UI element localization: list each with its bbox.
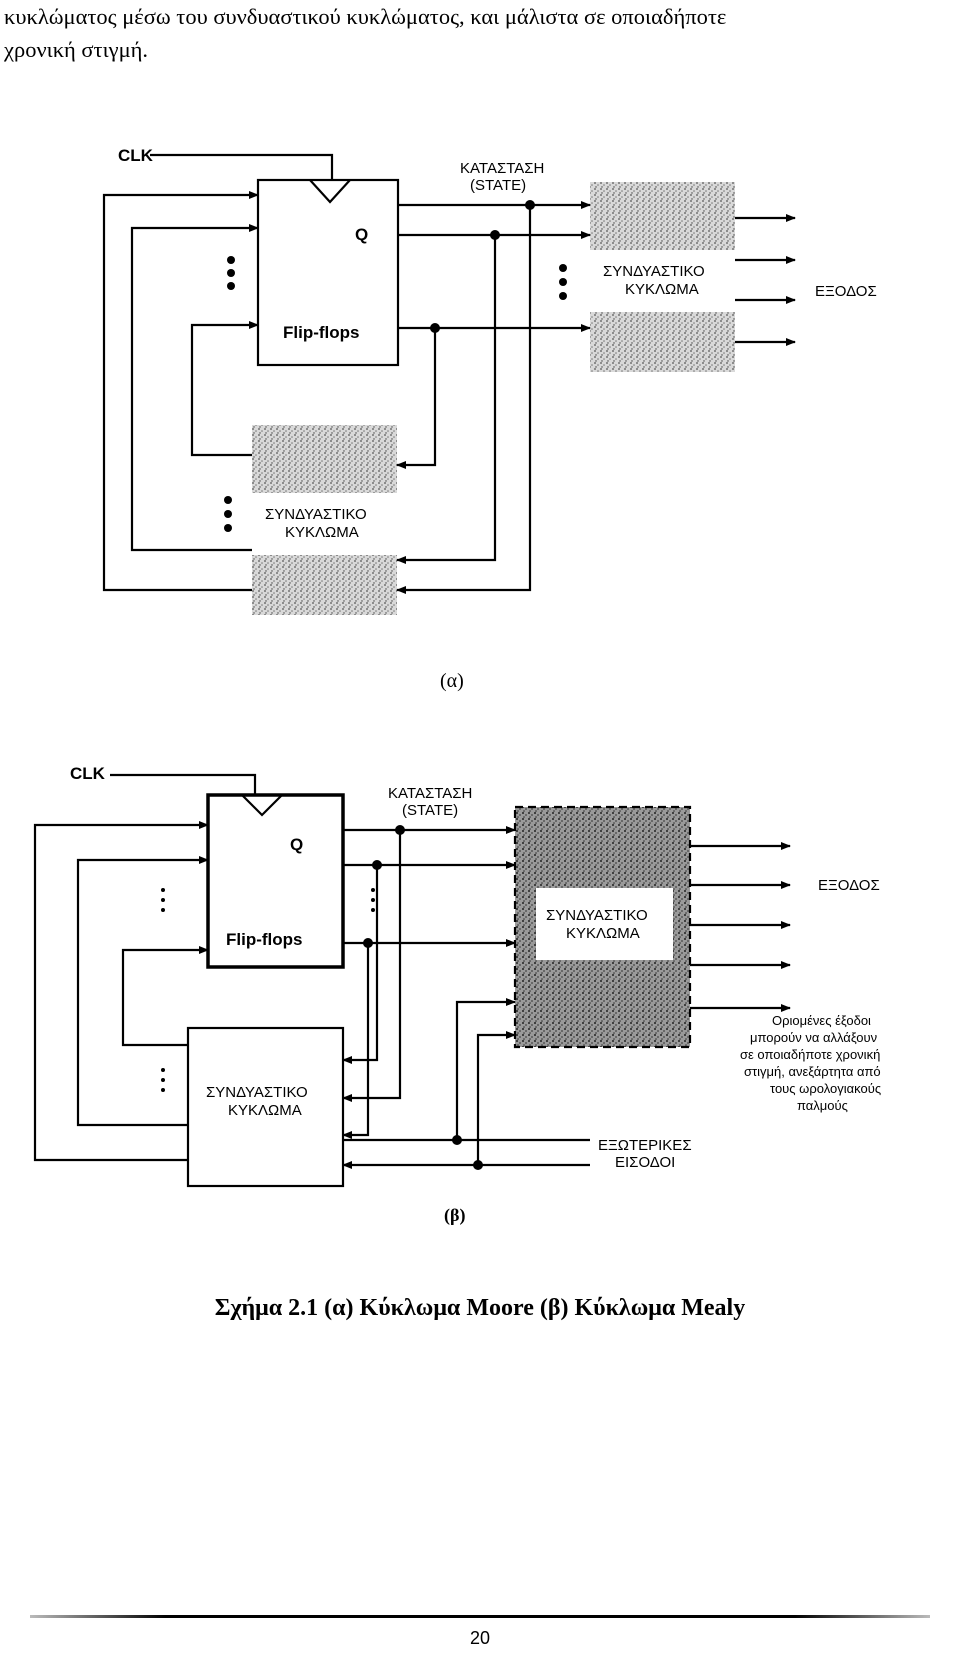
flipflop-box [256,178,400,367]
intro-paragraph: κυκλώματος μέσω του συνδυαστικού κυκλώμα… [4,0,954,66]
intro-line-2: χρονική στιγμή. [4,37,149,62]
state-label-en-b: (STATE) [402,802,458,819]
caption-a: (α) [440,670,464,692]
outputs-label-b: ΕΞΟΔΟΣ [818,877,880,894]
caption-b: (β) [444,1205,466,1225]
state-label-en: (STATE) [470,177,526,194]
note-line-1: Οριομένες έξοδοι [772,1013,871,1028]
note-line-6: παλμούς [797,1098,848,1113]
comb-left-label: ΣΥΝΔΥΑΣΤΙΚΟ [206,1084,308,1101]
external-inputs-label-2: ΕΙΣΟΔΟΙ [615,1154,675,1171]
comb-bottom-label: ΣΥΝΔΥΑΣΤΙΚΟ [265,506,367,523]
mealy-diagram: CLK ΚΑΤΑΣΤΑΣΗ (STATE) Q Flip-flops ΣΥΝΔΥ… [0,740,960,1240]
q-label-b: Q [290,835,303,854]
state-label-b: ΚΑΤΑΣΤΑΣΗ [388,785,472,802]
comb-right-label: ΣΥΝΔΥΑΣΤΙΚΟ [546,907,648,924]
moore-diagram: CLK ΚΑΤΑΣΤΑΣΗ (STATE) Q Flip-flops ΣΥΝΔΥ… [0,110,960,710]
note-line-4: στιγμή, ανεξάρτητα από [744,1064,881,1079]
q-label: Q [355,225,368,244]
comb-left-label-2: ΚΥΚΛΩΜΑ [228,1102,302,1119]
figure-caption: Σχήμα 2.1 (α) Κύκλωμα Moore (β) Κύκλωμα … [214,1295,746,1321]
clk-label-b: CLK [70,764,106,783]
flipflops-label: Flip-flops [283,323,359,342]
note-line-2: μπορούν να αλλάξουν [750,1030,877,1045]
footer-rule [30,1615,930,1618]
page-number: 20 [469,1628,491,1648]
comb-left-box [186,1026,345,1188]
flipflop-box-b [206,793,345,969]
clk-label: CLK [118,146,154,165]
comb-top-label: ΣΥΝΔΥΑΣΤΙΚΟ [603,263,705,280]
outputs-label: ΕΞΟΔΟΣ [815,283,877,300]
external-inputs-label: ΕΞΩΤΕΡΙΚΕΣ [598,1137,692,1154]
intro-line-1: κυκλώματος μέσω του συνδυαστικού κυκλώμα… [4,4,727,29]
flipflops-label-b: Flip-flops [226,930,302,949]
note-line-3: σε οποιαδήποτε χρονική [740,1047,880,1062]
note-line-5: τους ωρολογιακούς [770,1081,881,1096]
comb-right-label-2: ΚΥΚΛΩΜΑ [566,925,640,942]
state-label: ΚΑΤΑΣΤΑΣΗ [460,160,544,177]
comb-top-label-2: ΚΥΚΛΩΜΑ [625,281,699,298]
comb-bottom-label-2: ΚΥΚΛΩΜΑ [285,524,359,541]
